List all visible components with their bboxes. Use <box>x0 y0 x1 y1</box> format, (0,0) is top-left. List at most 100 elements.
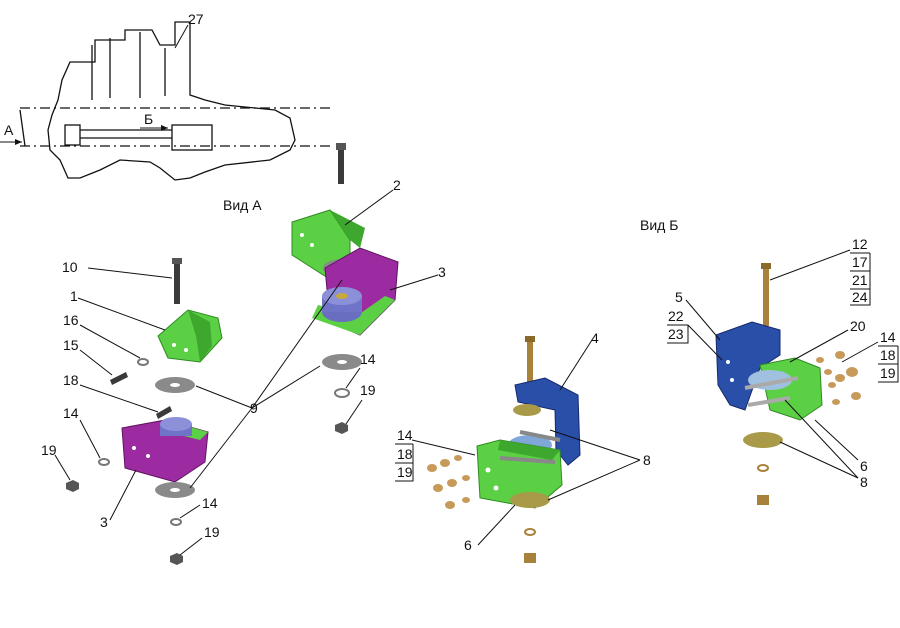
label-21: 21 <box>852 272 868 288</box>
label-14-mid: 14 <box>360 351 376 367</box>
label-15: 15 <box>63 337 79 353</box>
view-a-left-assembly: 10 1 16 15 18 3 14 <box>41 258 343 565</box>
washer-b-right-bot <box>743 432 783 448</box>
frame-crossmember <box>80 129 172 139</box>
label-4: 4 <box>591 330 599 346</box>
label-16: 16 <box>63 312 79 328</box>
bushing <box>433 484 443 492</box>
bracket-frame <box>395 444 414 482</box>
label-8-mid: 8 <box>643 452 651 468</box>
label-19-r: 19 <box>880 365 896 381</box>
leader-8a-mid <box>549 429 641 461</box>
leader-15 <box>79 349 113 376</box>
leader-9a <box>195 385 253 409</box>
view-b-right-assembly: 12 17 21 24 5 22 23 20 <box>667 236 899 505</box>
nut-19-left <box>66 480 79 492</box>
leader-9d <box>189 407 253 489</box>
label-5: 5 <box>675 289 683 305</box>
engine-overview: А Б 27 <box>0 11 330 181</box>
bushing <box>824 369 832 375</box>
leader-1 <box>77 297 166 331</box>
bolt-b-right-head <box>761 263 771 269</box>
washer-b-mid-small <box>524 528 536 536</box>
bolt-b-cross-1 <box>499 456 556 464</box>
bolt-b-right <box>763 268 769 326</box>
washer-14-left <box>98 458 110 466</box>
view-b-middle-assembly: 4 6 8 14 <box>395 330 651 563</box>
leader-27 <box>174 24 189 49</box>
label-19-b: 19 <box>397 464 413 480</box>
label-19-left: 19 <box>41 442 57 458</box>
label-27: 27 <box>188 11 204 27</box>
bolt-left-head <box>172 258 182 264</box>
leader-6-right <box>814 419 859 461</box>
bushing <box>427 464 437 472</box>
bracket-frame <box>878 346 899 383</box>
nut-19-bot <box>170 553 183 565</box>
leader-18-left <box>79 384 159 413</box>
label-8-right: 8 <box>860 474 868 490</box>
hole <box>184 348 188 352</box>
hole <box>493 485 499 491</box>
label-20: 20 <box>850 318 866 334</box>
bolt-top <box>338 148 344 184</box>
bushing <box>445 501 455 509</box>
bolt-top-head <box>336 143 346 150</box>
label-3-left: 3 <box>100 514 108 530</box>
hole <box>485 467 491 473</box>
leader-22 <box>687 324 723 361</box>
washer-small-mid <box>334 388 350 398</box>
label-6-mid: 6 <box>464 537 472 553</box>
front-mount-marker <box>64 124 81 146</box>
washer-14-bot <box>170 518 182 526</box>
leader-6-mid <box>477 504 516 546</box>
bushing <box>440 459 450 467</box>
label-18-left: 18 <box>63 372 79 388</box>
leader-19-bot <box>179 537 203 556</box>
bushing <box>454 455 462 461</box>
leader-14-left <box>79 419 101 459</box>
green-bracket-mid-top <box>498 440 560 460</box>
bushing <box>462 497 470 503</box>
bushings-mid <box>427 455 470 509</box>
hole <box>726 360 730 364</box>
bushing <box>835 374 845 382</box>
leader-8b-mid <box>547 459 641 501</box>
frame-rail-end <box>19 109 26 147</box>
green-bracket-left <box>157 309 223 363</box>
label-19-mid: 19 <box>360 382 376 398</box>
hole <box>146 454 150 458</box>
engine-details <box>91 32 166 100</box>
label-14-b: 14 <box>397 427 413 443</box>
bracket-frame <box>850 253 871 306</box>
nut-b-right <box>757 495 769 505</box>
bolt-b-right-cross-2 <box>747 396 791 407</box>
leader-3-left <box>109 469 137 521</box>
bolt-b-cross-2 <box>519 430 561 442</box>
leader-10 <box>87 267 173 279</box>
label-22: 22 <box>668 308 684 324</box>
arrow-b-label: Б <box>144 111 153 127</box>
bushing <box>462 475 470 481</box>
arrow-a-head <box>15 139 22 145</box>
label-24: 24 <box>852 289 868 305</box>
hole <box>310 243 314 247</box>
bolt-left <box>174 262 180 304</box>
bushings-right <box>816 351 861 405</box>
washer-16 <box>137 358 149 366</box>
label-17: 17 <box>852 254 868 270</box>
leader-19-mid <box>345 399 363 425</box>
bushing <box>828 382 836 388</box>
label-19-bot: 19 <box>204 524 220 540</box>
label-18-r: 18 <box>880 347 896 363</box>
hole <box>300 233 304 237</box>
nut-b-mid <box>524 553 536 563</box>
label-10: 10 <box>62 259 78 275</box>
leader-9b <box>251 365 321 409</box>
view-a-top-assembly: 2 3 14 19 <box>291 143 446 434</box>
label-23: 23 <box>668 326 684 342</box>
leader-20 <box>789 329 849 363</box>
hole <box>172 343 176 347</box>
bolt-b-right-cross-1 <box>744 376 799 390</box>
